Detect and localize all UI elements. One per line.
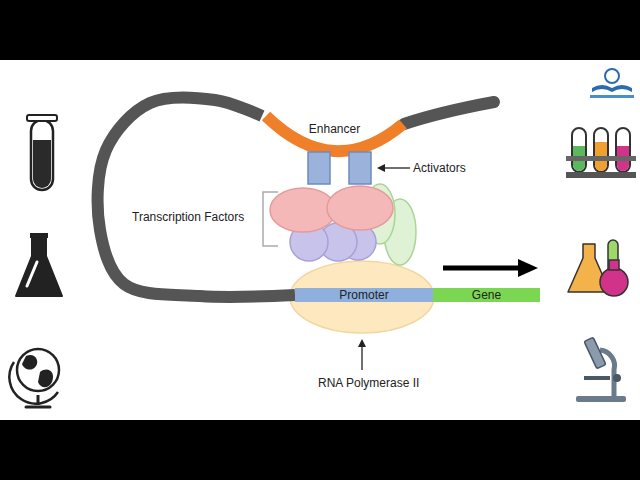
flask-icon (16, 233, 62, 296)
node-text: Gene (433, 288, 540, 302)
node-text: Promoter (295, 288, 433, 302)
test-tube-rack-icon-part (566, 156, 636, 161)
test-tube-rack-icon-part (594, 128, 608, 172)
bracket-label: Transcription Factors (132, 210, 260, 224)
transcription-factor-shapes-part (327, 186, 393, 230)
leader-arrow-part (383, 167, 410, 168)
logo-mark (590, 69, 634, 98)
activator-shapes-part (349, 152, 371, 184)
flasks-icon (568, 240, 628, 296)
node-text: Enhancer (262, 122, 407, 136)
test-tube-rack-icon-part (595, 142, 607, 171)
transcription-arrow-part (518, 259, 538, 277)
test-tube-rack-icon (566, 128, 636, 178)
globe-icon-part (17, 349, 59, 391)
enhancer-band: Enhancer (262, 112, 407, 162)
activator-shapes-part (308, 152, 330, 184)
microscope-icon-part (613, 374, 621, 382)
globe-icon-part (26, 406, 50, 409)
polymerase-ellipse (290, 261, 434, 333)
globe-icon-part (37, 395, 40, 405)
microscope-icon (576, 337, 626, 402)
flasks-icon-part (600, 268, 628, 296)
dna-strand (98, 97, 295, 296)
test-tube-rack-icon-part (616, 128, 630, 172)
transcription-arrow-part (443, 266, 520, 271)
test-tube-icon-part (27, 115, 57, 121)
test-tube-icon (27, 115, 57, 190)
transcription-arrow (443, 259, 538, 277)
transcription-factor-shapes (270, 184, 416, 265)
transcription-factor-shapes-part (340, 224, 376, 260)
test-tube-rack-icon-part (572, 128, 586, 172)
flask-icon-part (30, 233, 48, 238)
globe-icon-part (38, 370, 53, 388)
bracket (263, 192, 278, 246)
promoter-bar: Promoter (295, 288, 433, 302)
dna-strand-part (404, 102, 494, 124)
activator-shapes (308, 152, 371, 184)
polymerase-ellipse-part (290, 261, 434, 333)
flask-icon-part (27, 262, 37, 286)
flask-icon-part (16, 236, 62, 296)
leader-arrow (358, 164, 410, 370)
logo-mark-part (590, 95, 634, 98)
test-tube-rack-icon-part (566, 172, 636, 178)
transcription-factor-shapes-part (270, 188, 336, 232)
transcription-factor-shapes-part (384, 199, 416, 265)
microscope-icon-part (600, 350, 615, 396)
leader-arrow-part (377, 164, 385, 172)
test-tube-icon-part (33, 140, 51, 188)
logo-mark-part (592, 85, 632, 92)
logo-mark-part (605, 69, 619, 83)
flasks-icon-part (608, 240, 618, 280)
leader-arrow-part (358, 339, 366, 347)
microscope-icon-part (584, 376, 610, 380)
leader-arrow-part (361, 345, 362, 370)
microscope-icon-part (576, 396, 626, 402)
letterbox-bar-part (0, 0, 640, 60)
transcription-factor-shapes-part (365, 184, 395, 244)
enhancer-arc (262, 112, 407, 162)
callout-label: Activators (413, 161, 503, 175)
flasks-icon-part (568, 244, 610, 292)
callout-label: RNA Polymerase II (318, 376, 438, 390)
letterbox-bar-part (0, 420, 640, 480)
dna-strand (404, 102, 494, 124)
bracket-part (263, 192, 278, 246)
test-tube-rack-icon-part (617, 146, 629, 171)
microscope-icon-part (584, 337, 606, 368)
test-tube-icon-part (31, 120, 53, 190)
transcription-factor-shapes-part (319, 223, 357, 261)
globe-icon (9, 349, 59, 407)
test-tube-rack-icon-part (573, 146, 585, 171)
transcription-factor-shapes-part (290, 223, 328, 261)
globe-icon-part (9, 362, 58, 404)
globe-icon-part (22, 355, 37, 370)
gene-bar: Gene (433, 288, 540, 302)
flasks-icon-part (609, 260, 619, 270)
